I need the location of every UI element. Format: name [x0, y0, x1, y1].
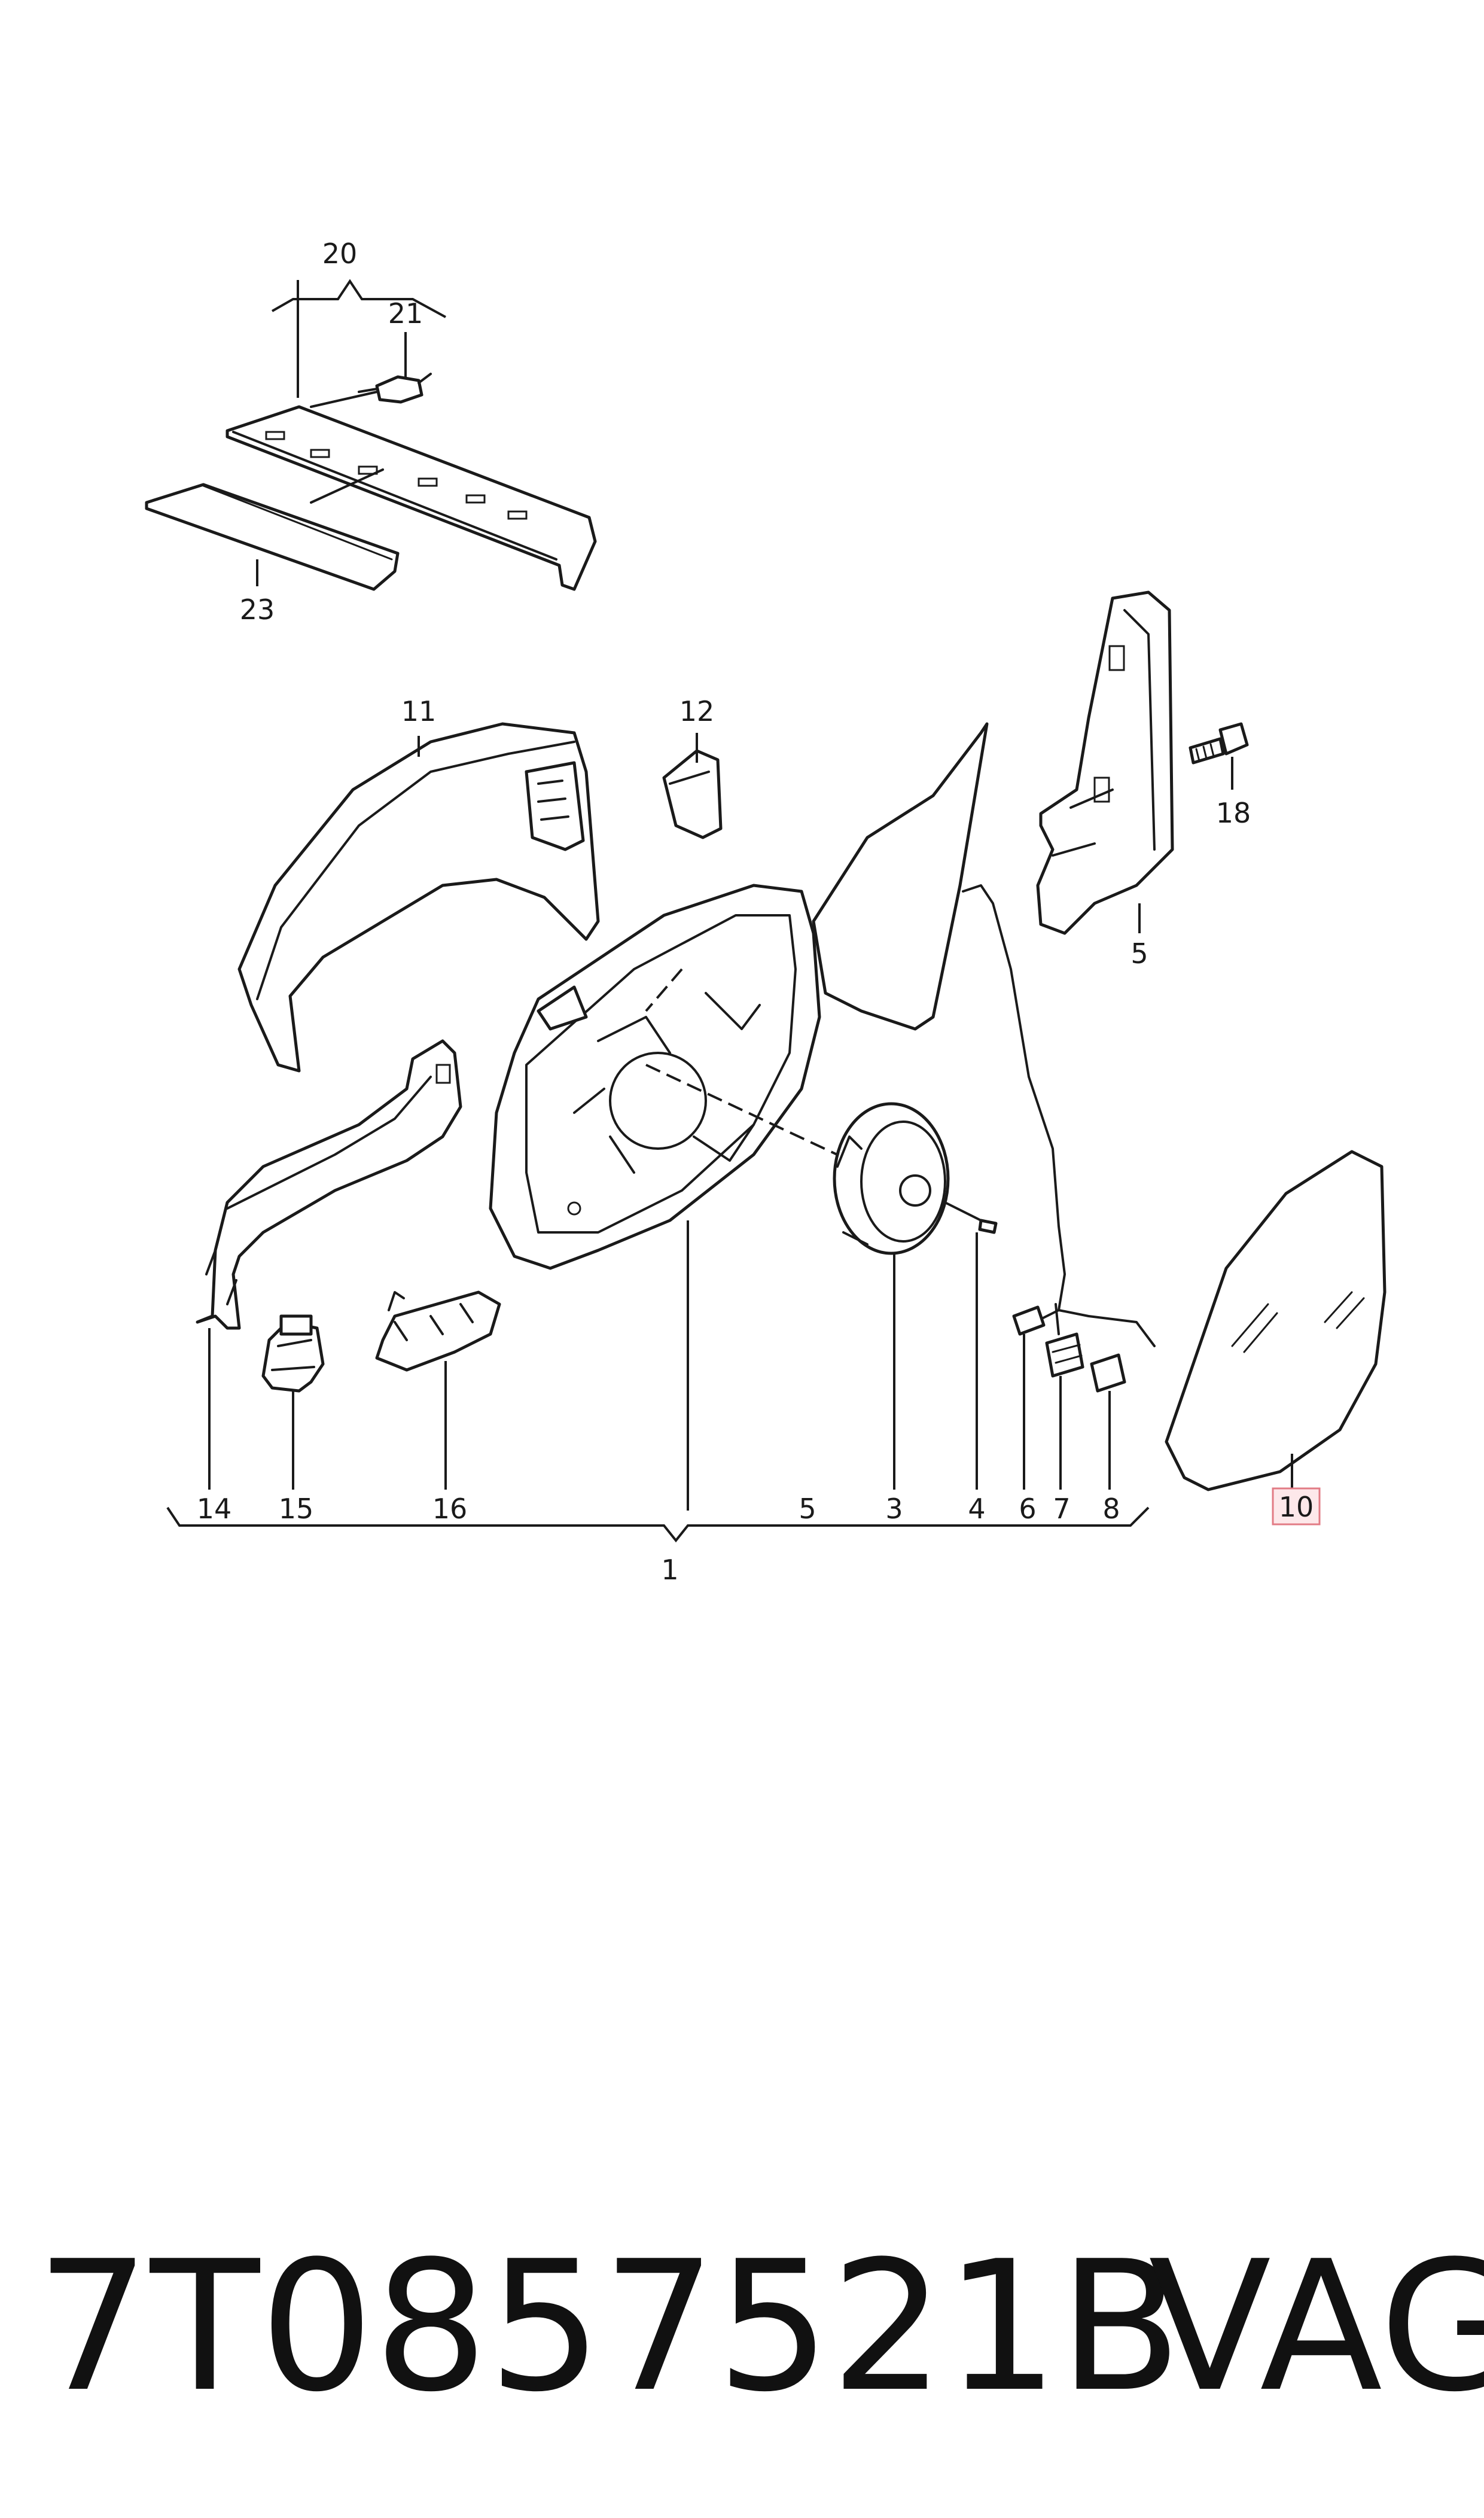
part-16-puddle-lamp: [375, 1290, 501, 1372]
callout-10: 10: [1279, 1491, 1314, 1523]
part-23-cover: [145, 468, 400, 591]
callout-5-mount: 5: [1130, 937, 1148, 970]
part-15-socket: [261, 1314, 325, 1393]
callout-10-highlight: [1272, 1487, 1321, 1526]
part-1-mirror-housing: [489, 722, 989, 1270]
callout-23: 23: [240, 593, 275, 626]
callout-15: 15: [279, 1493, 314, 1525]
part-11-housing-cap: [237, 722, 600, 1073]
part-21-clip: [310, 373, 432, 408]
part-4-screw: [944, 1201, 998, 1234]
callout-3: 3: [885, 1493, 903, 1525]
part-7-connector: [1045, 1332, 1084, 1378]
bracket-group-20: [272, 279, 446, 318]
part-3-adjustment-motor: [833, 1102, 950, 1255]
cable-harness: [962, 884, 1156, 1347]
part-8-connector: [1090, 1353, 1126, 1393]
callout-12: 12: [679, 695, 715, 727]
callout-4: 4: [968, 1493, 985, 1525]
part-number: 7T0857521B: [36, 2222, 1183, 2431]
callout-20: 20: [322, 238, 358, 270]
part-10-mirror-glass: [1165, 1150, 1387, 1491]
dashed-assembly-line: [645, 968, 940, 1204]
callout-8: 8: [1102, 1493, 1120, 1525]
footer: 7T0857521B VAG: [36, 2213, 1484, 2441]
callout-1: 1: [661, 1554, 678, 1586]
callout-18: 18: [1216, 797, 1251, 829]
part-6-connector: [1012, 1305, 1046, 1336]
part-14-turn-signal: [196, 1039, 462, 1330]
part-12-small-cover: [662, 749, 723, 839]
bracket-group-1: [166, 1506, 1150, 1543]
callout-16: 16: [432, 1493, 468, 1525]
callout-5-assembly: 5: [799, 1493, 816, 1525]
brand-label: VAG: [1148, 2222, 1484, 2431]
callout-21: 21: [388, 297, 423, 330]
part-20-trim-strip: [226, 405, 597, 591]
part-18-screw: [1189, 722, 1249, 765]
callout-14: 14: [197, 1493, 232, 1525]
callout-6: 6: [1019, 1493, 1036, 1525]
part-5-mount-base: [1036, 590, 1174, 935]
callout-11: 11: [401, 695, 437, 727]
callout-7: 7: [1053, 1493, 1070, 1525]
